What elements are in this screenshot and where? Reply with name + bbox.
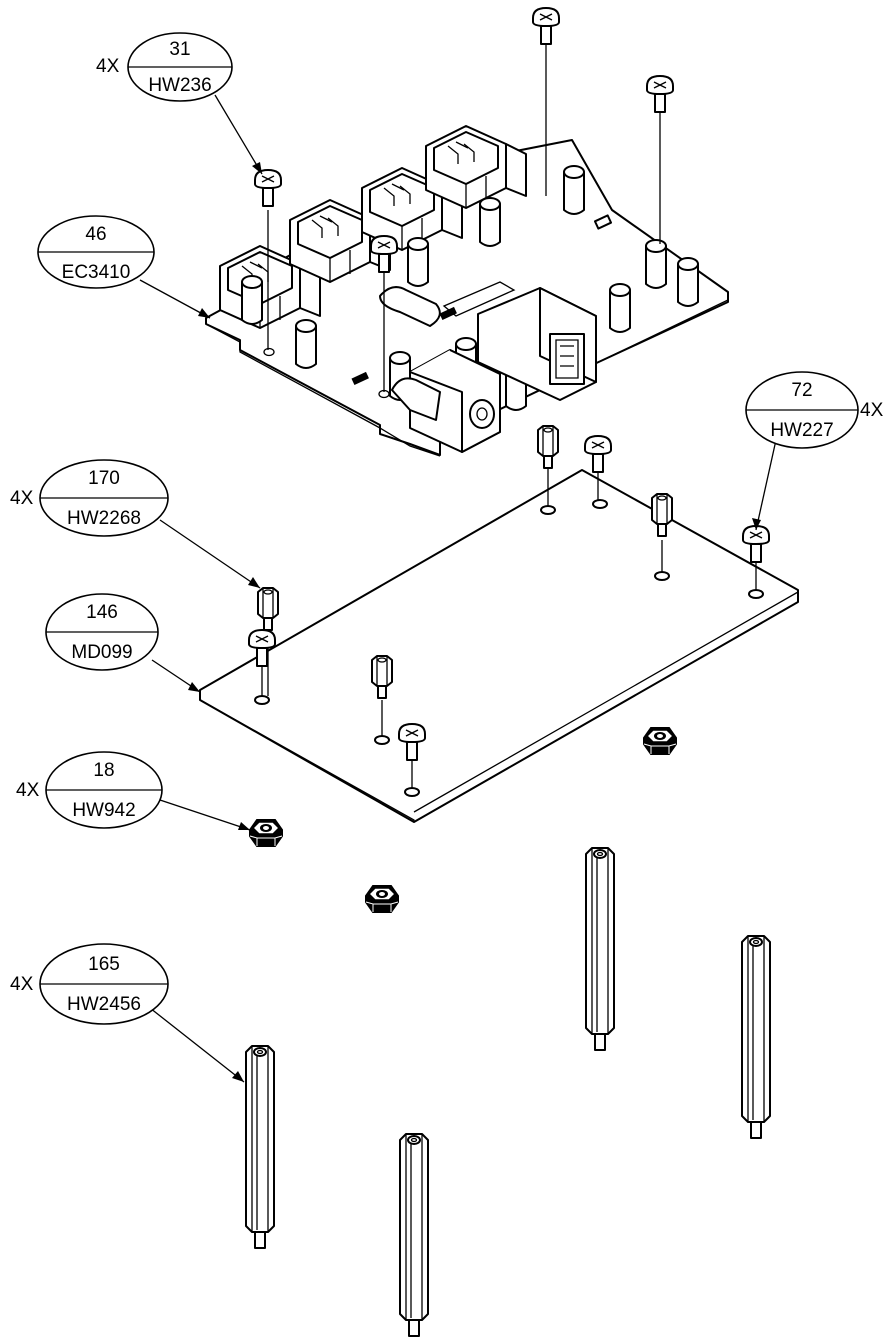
callout-md099: 146 MD099 [45, 593, 159, 671]
callout-hw2268: 4X 170 HW2268 [10, 459, 169, 537]
callout-item-number: 31 [169, 39, 190, 60]
callout-item-number: 170 [88, 468, 120, 489]
plate-hardware [248, 425, 770, 788]
svg-text:4X: 4X [96, 56, 120, 77]
pcb-screws [254, 7, 674, 392]
callout-hw2456: 4X 165 HW2456 [10, 943, 169, 1025]
svg-text:4X: 4X [10, 488, 34, 509]
callout-item-number: 46 [85, 224, 106, 245]
callout-item-number: 146 [86, 602, 118, 623]
callout-part-number: MD099 [71, 642, 132, 663]
crystal-oscillator [379, 286, 441, 327]
callout-part-number: HW2268 [67, 508, 141, 529]
callout-part-number: HW236 [148, 75, 211, 96]
svg-text:4X: 4X [10, 974, 34, 995]
mounting-plate [199, 469, 799, 823]
terminal-block [442, 281, 597, 401]
callout-part-number: EC3410 [62, 262, 131, 283]
callout-hw236: 4X 31 HW236 [96, 32, 233, 102]
callout-hw227: 72 HW227 4X [745, 371, 884, 449]
callout-part-number: HW227 [770, 420, 833, 441]
leader-lines [139, 94, 777, 1083]
callout-hw942: 4X 18 HW942 [16, 751, 163, 829]
callout-item-number: 165 [88, 954, 120, 975]
callout-item-number: 18 [93, 760, 114, 781]
svg-text:4X: 4X [860, 400, 884, 421]
power-jack [391, 349, 501, 453]
callout-item-number: 72 [791, 380, 812, 401]
svg-text:4X: 4X [16, 780, 40, 801]
callout-part-number: HW942 [72, 800, 135, 821]
callout-part-number: HW2456 [67, 994, 141, 1015]
long-standoffs [245, 847, 771, 1337]
callout-ec3410: 46 EC3410 [37, 215, 155, 289]
